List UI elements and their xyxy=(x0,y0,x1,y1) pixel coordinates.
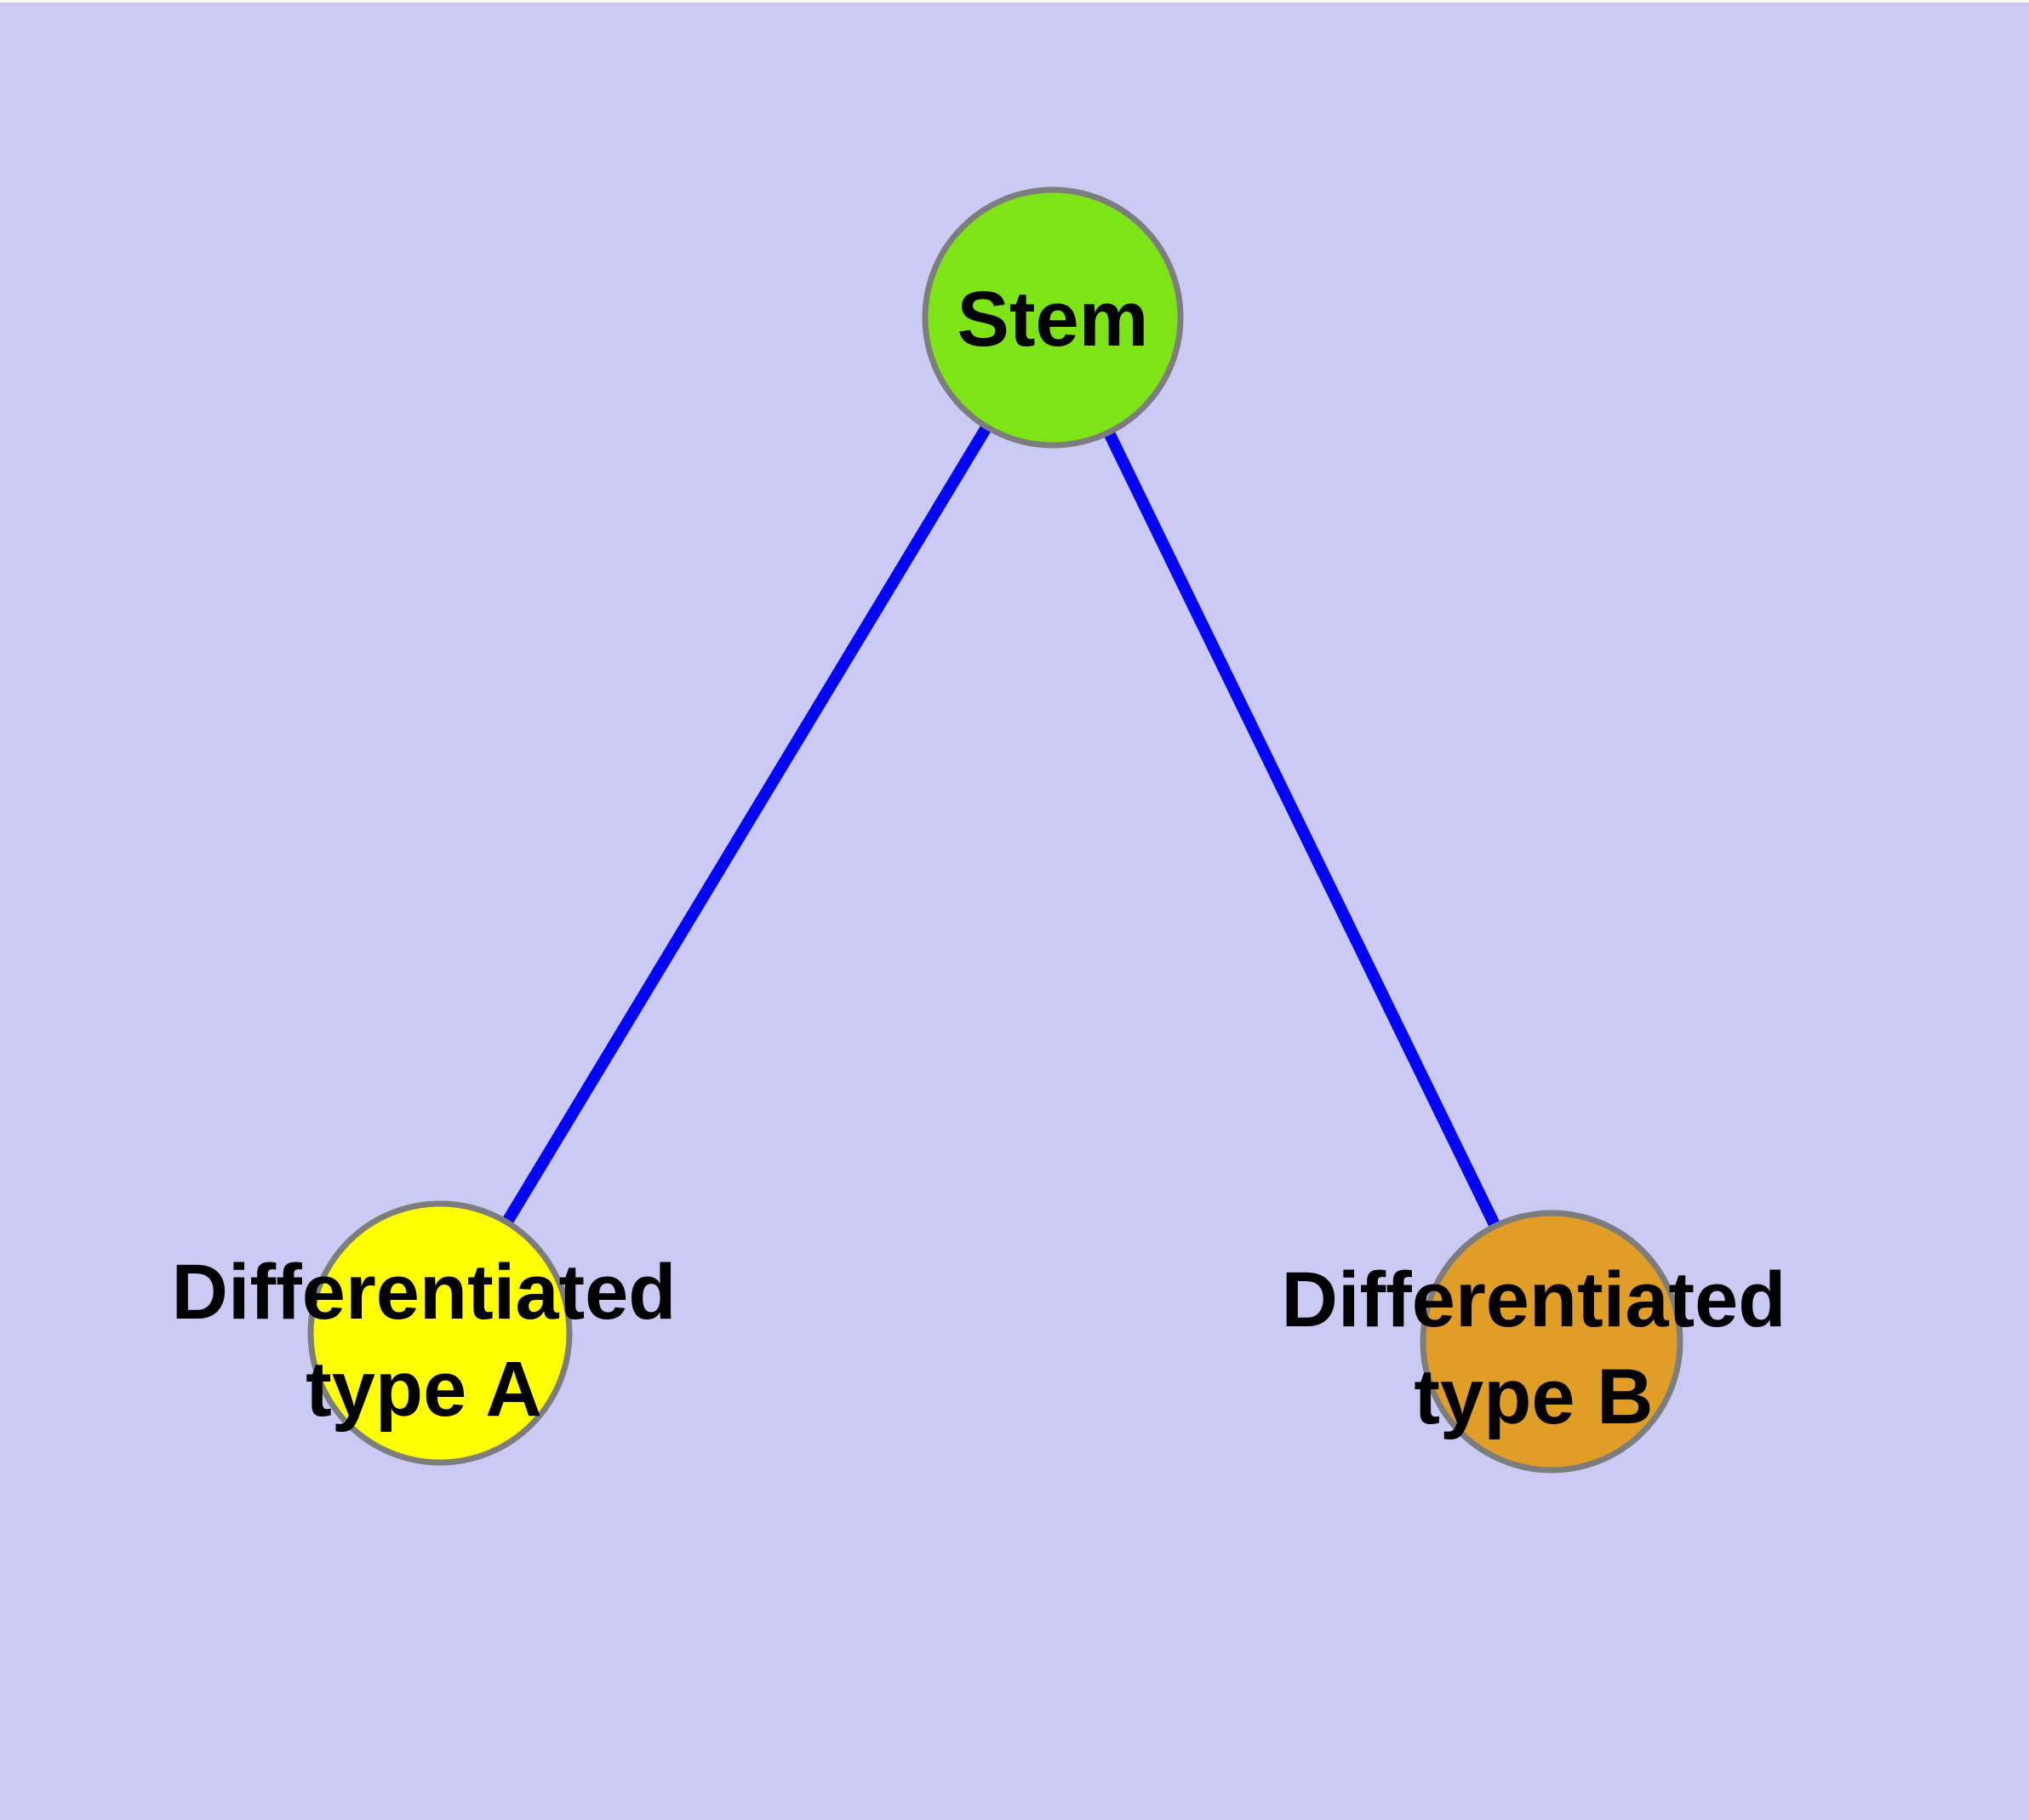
node-stem: Stem xyxy=(922,186,1184,449)
node-differentiated-type-b: Differentiated type B xyxy=(1282,1210,1786,1474)
edge-stem-to-type-a xyxy=(435,314,1058,1336)
node-stem-circle xyxy=(922,186,1184,449)
node-differentiated-type-a: Differentiated type A xyxy=(172,1200,677,1466)
node-type-a-label-line1: Differentiated xyxy=(172,1249,677,1336)
node-type-b-label-line1: Differentiated xyxy=(1282,1256,1786,1343)
node-type-b-circle xyxy=(1420,1210,1683,1474)
node-type-b-label-line2: type B xyxy=(1414,1354,1653,1440)
top-edge-strip xyxy=(0,0,2029,3)
node-type-a-label-line2: type A xyxy=(306,1346,542,1433)
node-stem-label: Stem xyxy=(957,276,1149,363)
edge-stem-to-type-b xyxy=(1047,314,1557,1345)
node-type-a-circle xyxy=(307,1200,573,1466)
